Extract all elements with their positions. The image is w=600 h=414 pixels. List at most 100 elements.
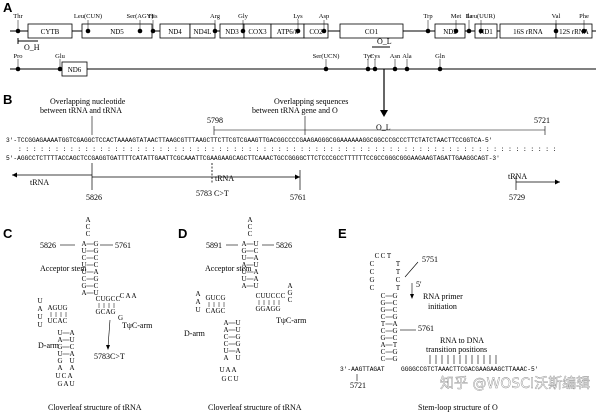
trna-label-bottom: Tyr [364,53,374,60]
seq-bottom: 5'-AGGCCTCTTTTACCAGCTCCGAGGTGATTTTCATATT… [6,155,500,162]
nt-e-loop-right: T [396,284,401,292]
nt-c-tail: A [85,216,90,224]
nt-d-ac-right: A [235,347,240,355]
nt-d-ac-loop: C [228,375,233,383]
trna-dot-top [425,28,431,34]
trna-label-top: Phe [579,13,589,20]
trna-label-top: Lys [293,13,303,20]
nt-d-tpsi-top: U [265,292,270,300]
nt-e-stem-right: G [392,348,397,356]
d-darm: D-arm [184,329,206,338]
nt-d-ac-right: G [235,340,240,348]
nt-d-tpsi-bot: G [260,305,265,313]
nt-d-acc-right: A [253,275,258,283]
gene-label: ND1 [479,28,493,36]
nt-c-ac-right: A [69,329,74,337]
nt-c-acc-left: C [82,254,87,262]
nt-c-ac-left: A [57,364,62,372]
nt-d-acc-right: A [253,268,258,276]
nt-c-d-top: U [57,304,62,312]
nt-d-d-bot: G [215,307,220,315]
e-trans2: transition positions [426,345,487,354]
nt-d-tpsi-loop: C [288,296,293,304]
nt-e-stem-right: C [393,334,398,342]
nt-c-tpsi-loop: C [120,292,125,300]
pos-5761-b: 5761 [290,193,306,202]
nt-e-loop-right: T [396,268,401,276]
nt-d-ac-left: A [223,319,228,327]
nt-d-tpsi-loop: G [287,289,292,297]
nt-d-tpsi-top: U [260,292,265,300]
e-caption: Stem-loop structure of O [418,403,498,412]
nt-c-tpsi-top: U [100,295,105,303]
nt-e-stem-left: C [381,313,386,321]
nt-c-acc-left: G [81,282,86,290]
nt-c-tpsi-top: G [105,295,110,303]
nt-e-loop-left: C [370,284,375,292]
ol-span-label: O_L [376,123,391,132]
c-caption: Cloverleaf structure of tRNA [48,403,142,412]
nt-c-ac-right: C [70,343,75,351]
nt-c-tpsi-bot: G [95,308,100,316]
trna-label-bottom: Glu [55,53,66,60]
trna-label-top: Leu(UUR) [467,13,495,20]
gene-label: ND4 [168,28,182,36]
gene-label: ATP6/8 [277,28,299,36]
nt-d-d-top: G [205,294,210,302]
nt-c-ac-right: A [69,364,74,372]
nt-d-ac-left: A [223,354,228,362]
nt-c-ac-loop: G [57,380,62,388]
note2-line2: between tRNA gene and O [252,106,338,115]
nt-d-d-bot: C [221,307,226,315]
nt-d-d-loop: A [195,290,200,298]
gene-label-bottom: ND6 [68,66,82,74]
nt-d-tpsi-bot: G [270,305,275,313]
trna-label-top: Ile [466,13,473,20]
trna-dot-bottom [437,66,443,72]
nt-d-tpsi-top: C [276,292,281,300]
nt-c-tail: C [86,230,91,238]
d-tpsi: TψC-arm [276,316,307,325]
seq-top: 3'-TCCGGAGAAAATGGTCGAGGCTCCACTAAAAGTATAA… [6,137,492,144]
nt-d-ac-left: U [223,347,228,355]
trna-label-top: Trp [423,13,432,20]
trna-dot-top [478,28,484,34]
nt-d-acc-right: U [253,261,258,269]
nt-c-tpsi-top: C [116,295,121,303]
nt-e-stem-right: C [393,299,398,307]
trna-dot-bottom [372,66,378,72]
trna-label-top: Ser(AGY) [126,13,153,20]
nt-e-stem-left: A [380,341,385,349]
nt-e-loop: C [381,252,386,260]
nt-c-d-loop: U [37,297,42,305]
trna-cys-label: tRNA [215,174,234,183]
c-pos-a: 5826 [40,241,56,250]
trna-label-bottom: Ser(UCN) [313,53,340,60]
trna-dot-bottom [365,66,371,72]
nt-c-ac-left: G [57,343,62,351]
gene-label: CO2 [309,28,323,36]
e-primer1: RNA primer [423,292,463,301]
gene-box-7 [303,23,329,39]
nt-c-tpsi-top: C [111,295,116,303]
c-acceptor: Acceptor stem [40,264,87,273]
nt-e-stem-right: T [393,341,398,349]
c-tpsi: TψC-arm [122,321,153,330]
nt-c-tpsi-bot: A [105,308,110,316]
nt-c-tpsi-bot: C [101,308,106,316]
nt-d-ac-loop: A [225,366,230,374]
nt-d-ac-right: U [235,354,240,362]
nt-e-stem-right: G [392,355,397,363]
pos-5798: 5798 [207,116,223,125]
nt-c-ac-loop: U [55,372,60,380]
e-pos-5721: 5721 [350,381,366,390]
nt-c-tail: C [86,223,91,231]
gene-label: 16S rRNA [513,28,543,36]
nt-d-acc-right: C [254,247,259,255]
nt-d-acc-left: A [241,282,246,290]
nt-c-d-bot: C [53,317,58,325]
watermark: 知乎 @WOSCI沃斯编辑 [440,375,590,392]
